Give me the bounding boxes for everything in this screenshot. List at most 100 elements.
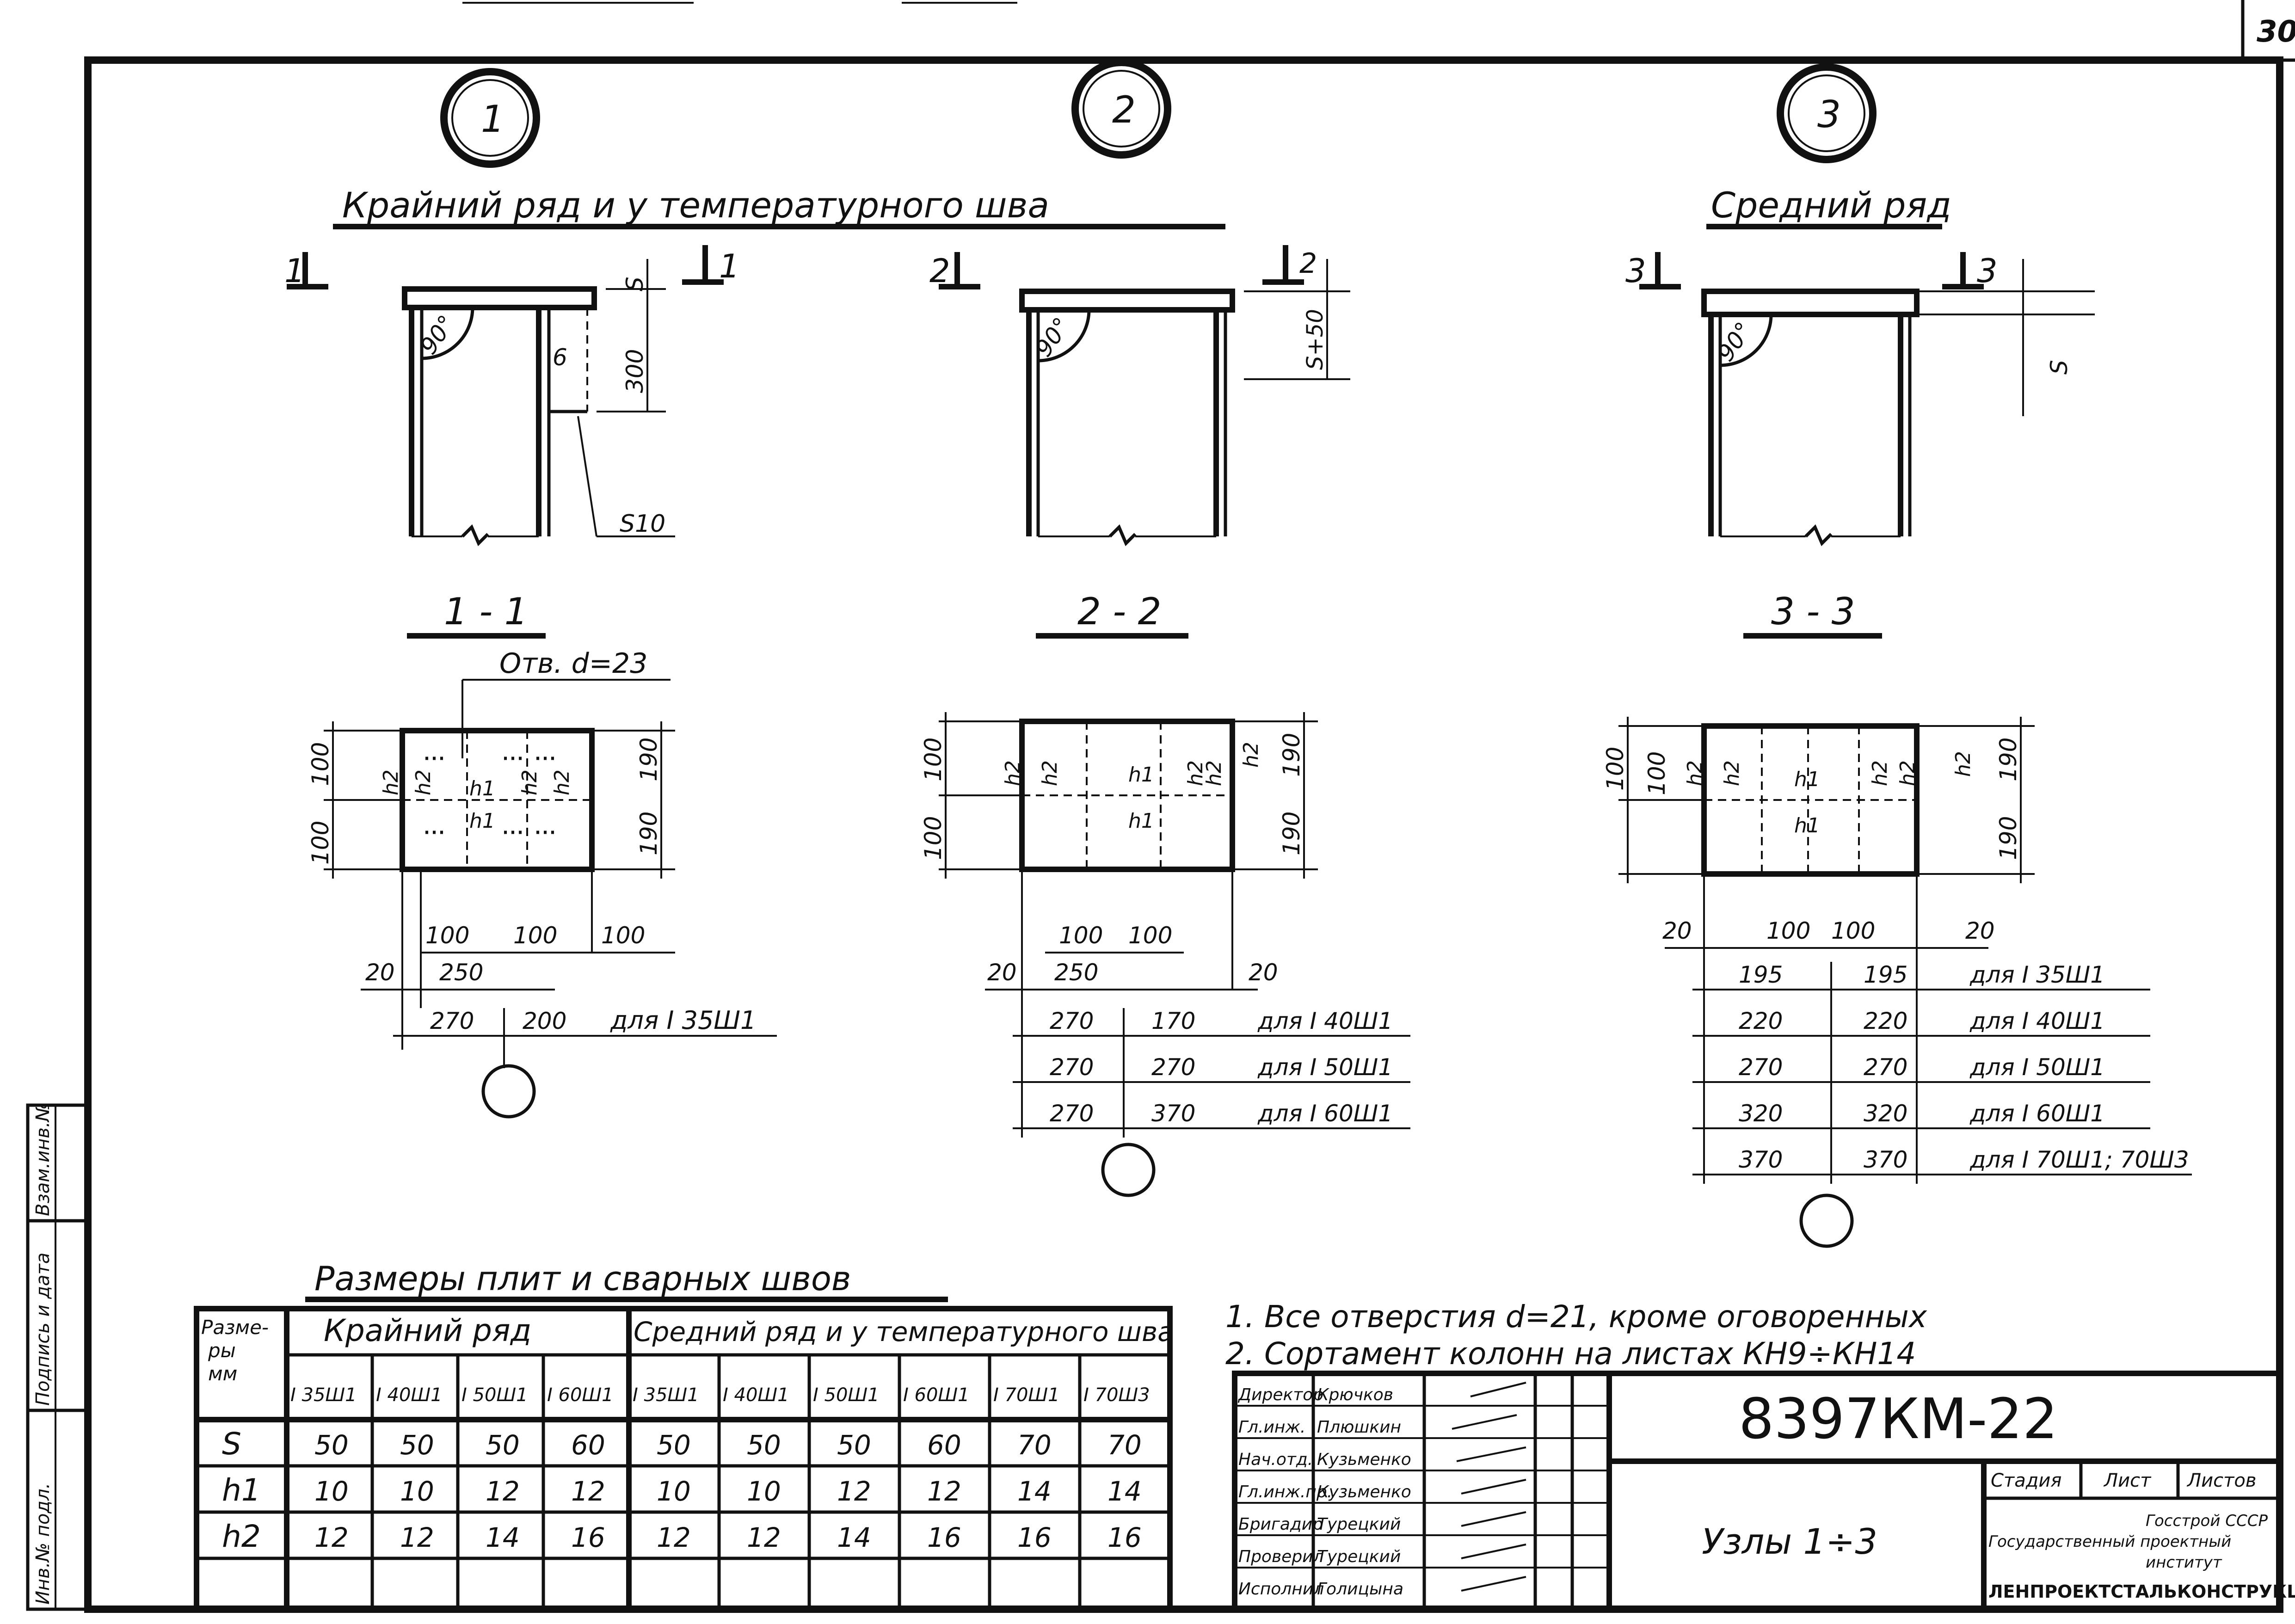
table-column-header: I 35Ш1 bbox=[633, 1384, 699, 1406]
table-cell: 50 bbox=[314, 1429, 349, 1461]
node-2-number: 2 bbox=[1112, 88, 1136, 131]
stamp-role: Нач.отд. bbox=[1238, 1450, 1313, 1469]
plan-1-left-100-b: 100 bbox=[307, 821, 334, 865]
plan-3-r5-b: 370 bbox=[1864, 1146, 1907, 1173]
dimensions-table: Размеры плит и сварных швов Разме- ры мм… bbox=[194, 1259, 1174, 1612]
plan-3-r1-note: для I 35Ш1 bbox=[1969, 961, 2105, 988]
plan-2-r1-note: для I 40Ш1 bbox=[1257, 1008, 1393, 1034]
plan-1-h1-a: h1 bbox=[469, 777, 495, 800]
plan-2-r2-b: 270 bbox=[1151, 1054, 1195, 1081]
table-cell: 12 bbox=[571, 1476, 605, 1507]
plan-1-row2-250: 250 bbox=[439, 959, 483, 986]
node-3-mark-left: 3 bbox=[1625, 252, 1646, 290]
plan-3-r1-a: 195 bbox=[1739, 961, 1783, 988]
table-column-header: I 50Ш1 bbox=[461, 1384, 528, 1406]
table-group-1: Крайний ряд bbox=[324, 1313, 531, 1348]
table-cell: 70 bbox=[1108, 1429, 1142, 1461]
plan-1: Отв. d=23 h2 h2 h1 h1 h2 h2 100 100 190 … bbox=[307, 647, 777, 1119]
plan-1-left-100-a: 100 bbox=[307, 742, 334, 786]
plan-3-r5-a: 370 bbox=[1739, 1146, 1783, 1173]
table-cell: 12 bbox=[486, 1476, 520, 1507]
plan-3-r1-b: 195 bbox=[1864, 961, 1907, 988]
table-row-label: h1 bbox=[222, 1472, 261, 1508]
table-cell: 14 bbox=[837, 1522, 871, 1553]
org-line-1: Госстрой СССР bbox=[2146, 1512, 2268, 1530]
plan-3-h2-b: h2 bbox=[1720, 760, 1744, 786]
table-cell: 16 bbox=[927, 1522, 961, 1553]
stamp-role: Бригадир bbox=[1238, 1515, 1323, 1534]
table-cell: 12 bbox=[314, 1522, 349, 1553]
stamp-role: Проверил bbox=[1238, 1547, 1324, 1566]
node-2-elevation: 2 2 90° S+50 bbox=[929, 245, 1350, 547]
section-3-title: 3 - 3 bbox=[1771, 590, 1855, 633]
plan-2-r3-b: 370 bbox=[1151, 1100, 1195, 1127]
node-3-title: Средний ряд bbox=[1711, 185, 1951, 226]
section-1-title: 1 - 1 bbox=[444, 590, 528, 633]
stamp-role: Исполнил bbox=[1238, 1580, 1324, 1599]
plan-2-h2-d: h2 bbox=[1202, 760, 1226, 786]
plan-2-left-100-a: 100 bbox=[920, 738, 947, 781]
table-cell: 14 bbox=[486, 1522, 520, 1553]
stamp-name: Голицына bbox=[1317, 1580, 1403, 1599]
plan-3-left-100-a: 100 bbox=[1602, 747, 1629, 791]
plan-1-h1-b: h1 bbox=[469, 809, 495, 833]
plan-2-h2-a: h2 bbox=[1001, 760, 1025, 786]
plan-2-r3-a: 270 bbox=[1050, 1100, 1094, 1127]
table-cell: 50 bbox=[400, 1429, 434, 1461]
node-1-dim-300: 300 bbox=[621, 349, 648, 393]
table-column-header: I 70Ш3 bbox=[1083, 1384, 1150, 1406]
stamp-name: Плюшкин bbox=[1317, 1418, 1401, 1437]
table-cell: 14 bbox=[1017, 1476, 1052, 1507]
side-stamp: Инв.№ подл. Подпись и дата Взам.инв.№ bbox=[26, 1102, 90, 1611]
side-stamp-inv: Инв.№ подл. bbox=[32, 1483, 54, 1605]
plan-3-r4-a: 320 bbox=[1739, 1100, 1783, 1127]
plan-3-r3-note: для I 50Ш1 bbox=[1969, 1054, 2105, 1081]
table-cell: 10 bbox=[400, 1476, 434, 1507]
plan-1-hole-note: Отв. d=23 bbox=[499, 647, 647, 680]
node-1-title: Крайний ряд и у температурного шва bbox=[342, 185, 1049, 226]
table-cell: 12 bbox=[400, 1522, 434, 1553]
table-cell: 12 bbox=[837, 1476, 871, 1507]
plan-3-h1-b: h1 bbox=[1794, 814, 1820, 837]
plan-2-r1-b: 170 bbox=[1151, 1008, 1195, 1034]
org-line-2: Государственный проектный bbox=[1988, 1532, 2231, 1551]
sheet-frame bbox=[84, 0, 2295, 1613]
plan-3-h2-d: h2 bbox=[1896, 760, 1920, 786]
note-2: 2. Сортамент колонн на листах КН9÷КН14 bbox=[1225, 1336, 1916, 1372]
node-2-dim-s50: S+50 bbox=[1302, 309, 1328, 370]
stamp-role: Директор bbox=[1237, 1385, 1323, 1404]
plan-2-left-100-b: 100 bbox=[920, 816, 947, 860]
node-1-elevation: 1 1 90° 6 S 300 S10 bbox=[284, 245, 740, 547]
node-1-dim-6: 6 bbox=[553, 344, 567, 371]
plan-3-r5-note: для I 70Ш1; 70Ш3 bbox=[1969, 1146, 2189, 1173]
node-3-elevation: 3 3 S 90° bbox=[1625, 252, 2095, 547]
table-column-header: I 40Ш1 bbox=[376, 1384, 443, 1406]
side-stamp-replace: Взам.инв.№ bbox=[32, 1102, 54, 1216]
plan-1-h2-d: h2 bbox=[550, 769, 574, 795]
table-cell: 70 bbox=[1017, 1429, 1052, 1461]
plan-1-row3-note: для I 35Ш1 bbox=[610, 1006, 756, 1035]
plan-2-top-100-a: 100 bbox=[1059, 922, 1103, 949]
plan-1-row3-200: 200 bbox=[523, 1008, 566, 1034]
plan-2-r1-a: 270 bbox=[1050, 1008, 1094, 1034]
table-group-2: Средний ряд и у температурного шва bbox=[634, 1316, 1174, 1347]
plan-3-r4-b: 320 bbox=[1864, 1100, 1907, 1127]
table-cell: 10 bbox=[747, 1476, 781, 1507]
table-cell: 60 bbox=[571, 1429, 605, 1461]
note-1: 1. Все отверстия d=21, кроме оговоренных bbox=[1225, 1299, 1927, 1335]
node-1-number: 1 bbox=[481, 98, 505, 141]
plan-2-h2-c: h2 bbox=[1184, 760, 1207, 786]
plan-2-row2-20a: 20 bbox=[987, 959, 1017, 986]
plan-2-r2-note: для I 50Ш1 bbox=[1257, 1054, 1393, 1081]
plan-3-left-100-b: 100 bbox=[1643, 751, 1670, 795]
node-2-mark-left: 2 bbox=[929, 252, 950, 290]
table-cell: 16 bbox=[571, 1522, 605, 1553]
table-cell: 16 bbox=[1108, 1522, 1142, 1553]
plan-2-right-h2: h2 bbox=[1239, 742, 1263, 768]
plan-2-row2-20b: 20 bbox=[1249, 959, 1278, 986]
table-corner-3: мм bbox=[208, 1362, 237, 1385]
stamp-name: Крючков bbox=[1317, 1385, 1393, 1404]
plan-1-top-100-c: 100 bbox=[601, 922, 645, 949]
node-2-mark-right: 2 bbox=[1299, 247, 1317, 280]
sheet-header: Лист bbox=[2103, 1470, 2152, 1491]
